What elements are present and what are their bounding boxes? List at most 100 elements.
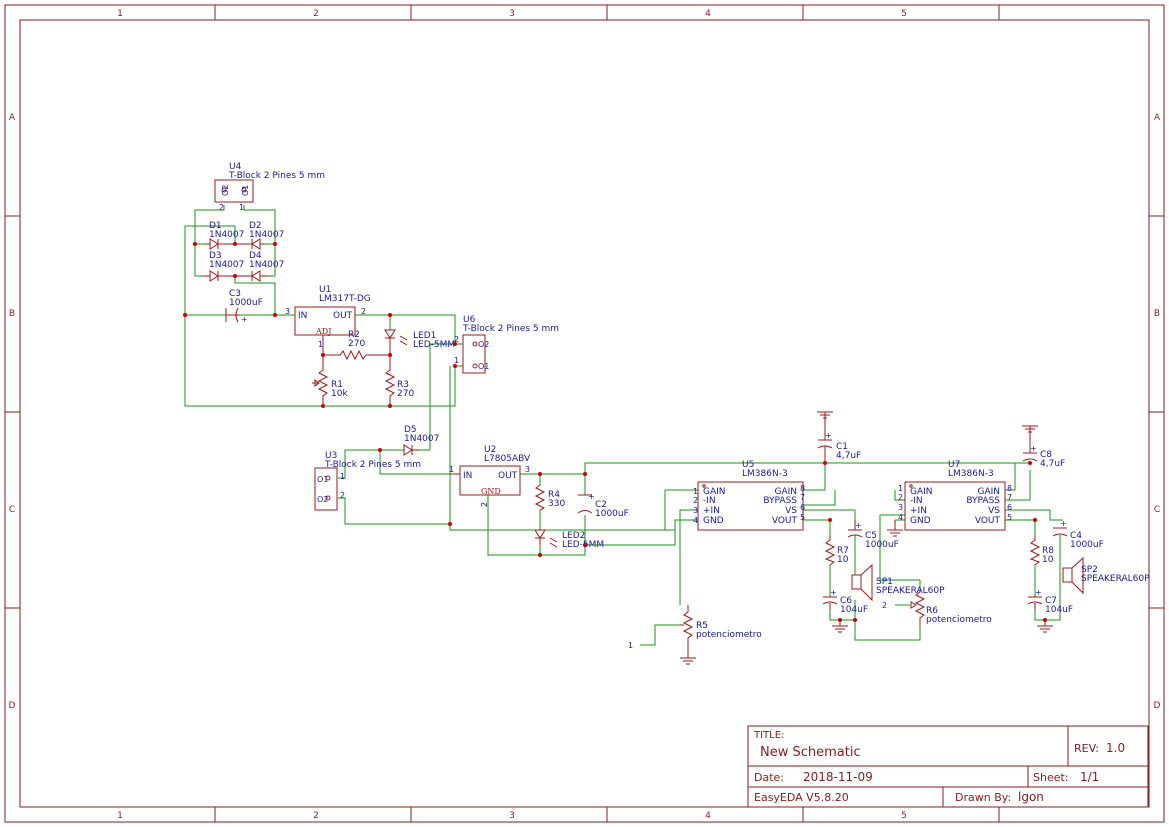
r5-ref: R5 bbox=[696, 621, 708, 631]
u5-p1: 1 bbox=[693, 487, 698, 496]
d4-ref: D4 bbox=[249, 251, 262, 261]
zone-col-3-top: 3 bbox=[509, 9, 515, 19]
u3-value: T-Block 2 Pines 5 mm bbox=[324, 460, 421, 470]
u3-ref: U3 bbox=[325, 451, 337, 461]
u7-pin: +IN bbox=[910, 506, 927, 516]
u5-nin: -IN bbox=[703, 496, 716, 506]
c4-value: 1000uF bbox=[1070, 540, 1104, 550]
c8-plus: + bbox=[1030, 444, 1037, 453]
u2-pin1: 1 bbox=[449, 465, 454, 474]
u2-value: L7805ABV bbox=[484, 454, 531, 464]
zone-col-5-top: 5 bbox=[901, 9, 907, 19]
zone-ticks bbox=[5, 5, 1164, 822]
c2-value: 1000uF bbox=[595, 509, 629, 519]
zone-row-c-left: C bbox=[9, 505, 15, 515]
zone-row-c-right: C bbox=[1154, 505, 1160, 515]
r7-value: 10 bbox=[837, 555, 849, 565]
d4-value: 1N4007 bbox=[249, 260, 284, 270]
symbols bbox=[203, 179, 1084, 650]
led1-ref: LED1 bbox=[413, 331, 436, 341]
zone-labels: 1 2 3 4 5 1 2 3 4 5 A B C D A B C D bbox=[9, 9, 1161, 821]
u7-p1: 1 bbox=[898, 484, 903, 493]
u5-pin: +IN bbox=[703, 506, 720, 516]
u5-gnd: GND bbox=[703, 516, 724, 526]
d2-ref: D2 bbox=[249, 221, 262, 231]
zone-row-a-right: A bbox=[1154, 113, 1161, 123]
d2-value: 1N4007 bbox=[249, 230, 284, 240]
u5-p3: 3 bbox=[693, 506, 698, 515]
led1-value: LED-5MM bbox=[413, 340, 455, 350]
rev-label: REV: bbox=[1074, 742, 1099, 755]
d1-ref: D1 bbox=[209, 221, 222, 231]
r1-value: 10k bbox=[331, 389, 348, 399]
u4-value: T-Block 2 Pines 5 mm bbox=[228, 171, 325, 181]
u7-p6: 6 bbox=[1007, 503, 1012, 512]
software-version: EasyEDA V5.8.20 bbox=[754, 791, 849, 804]
c3-plus: + bbox=[241, 315, 248, 324]
u5-p6: 6 bbox=[800, 503, 805, 512]
u5-value: LM386N-3 bbox=[742, 469, 788, 479]
date-value: 2018-11-09 bbox=[803, 770, 873, 784]
u7-gain-left: GAIN bbox=[910, 487, 933, 497]
u2-in: IN bbox=[463, 471, 472, 481]
c7-ref: C7 bbox=[1045, 596, 1057, 606]
u7-p7: 7 bbox=[1007, 493, 1012, 502]
u7-gain-right: GAIN bbox=[977, 487, 1000, 497]
rev-value: 1.0 bbox=[1106, 741, 1125, 755]
ground-symbols bbox=[680, 411, 1053, 665]
u6-pin2: 2 bbox=[454, 335, 459, 344]
zone-row-b-right: B bbox=[1154, 309, 1160, 319]
sheet-label: Sheet: bbox=[1033, 771, 1069, 784]
zone-col-2-top: 2 bbox=[313, 9, 319, 19]
title-value: New Schematic bbox=[760, 745, 861, 760]
drawn-by-label: Drawn By: bbox=[955, 791, 1011, 804]
sp2-value: SPEAKERAL60P bbox=[1081, 574, 1150, 584]
r3-value: 270 bbox=[397, 389, 414, 399]
u7-vout: VOUT bbox=[975, 516, 1001, 526]
u4-o1: O1 bbox=[241, 185, 250, 196]
u7-nin: -IN bbox=[910, 496, 923, 506]
u3-o2: O2 bbox=[317, 495, 328, 504]
u4-pin2: 2 bbox=[219, 203, 224, 212]
u5-vout: VOUT bbox=[772, 516, 798, 526]
u1-pin1: 1 bbox=[318, 340, 323, 349]
r2-value: 270 bbox=[348, 339, 365, 349]
u1-ref: U1 bbox=[319, 285, 331, 295]
u1-value: LM317T-DG bbox=[319, 294, 371, 304]
r6-ref: R6 bbox=[926, 606, 938, 616]
r6-value: potenciometro bbox=[926, 615, 992, 625]
zone-col-4-top: 4 bbox=[705, 9, 711, 19]
u5-p2: 2 bbox=[693, 496, 698, 505]
u3-pin1: 1 bbox=[340, 472, 345, 481]
d1-value: 1N4007 bbox=[209, 230, 244, 240]
zone-row-d-left: D bbox=[9, 701, 16, 711]
led2-value: LED-5MM bbox=[562, 540, 604, 550]
c4-plus: + bbox=[1060, 519, 1067, 528]
r2-ref: R2 bbox=[348, 330, 360, 340]
r5-value: potenciometro bbox=[696, 630, 762, 640]
d5-ref: D5 bbox=[404, 425, 417, 435]
zone-row-b-left: B bbox=[9, 309, 15, 319]
c3-ref: C3 bbox=[229, 289, 241, 299]
c8-value: 4,7uF bbox=[1040, 459, 1065, 469]
u7-p4: 4 bbox=[898, 513, 903, 522]
title-label: TITLE: bbox=[753, 730, 784, 741]
u5-bypass: BYPASS bbox=[763, 496, 797, 506]
u6-o2: O2 bbox=[478, 340, 489, 349]
u4-pin1: 1 bbox=[239, 203, 244, 212]
u7-p5: 5 bbox=[1007, 513, 1012, 522]
u7-p2: 2 bbox=[898, 493, 903, 502]
u2-ref: U2 bbox=[484, 445, 496, 455]
d3-value: 1N4007 bbox=[209, 260, 244, 270]
u7-gnd: GND bbox=[910, 516, 931, 526]
r6-pin2: 2 bbox=[882, 601, 887, 610]
u7-p3: 3 bbox=[898, 503, 903, 512]
u5-gain-left: GAIN bbox=[703, 487, 726, 497]
wires bbox=[184, 205, 1063, 646]
c7-plus: + bbox=[1035, 588, 1042, 597]
u2-gnd: GND bbox=[481, 487, 501, 496]
zone-col-4-bottom: 4 bbox=[705, 811, 711, 821]
c6-plus: + bbox=[830, 588, 837, 597]
zone-col-3-bottom: 3 bbox=[509, 811, 515, 821]
